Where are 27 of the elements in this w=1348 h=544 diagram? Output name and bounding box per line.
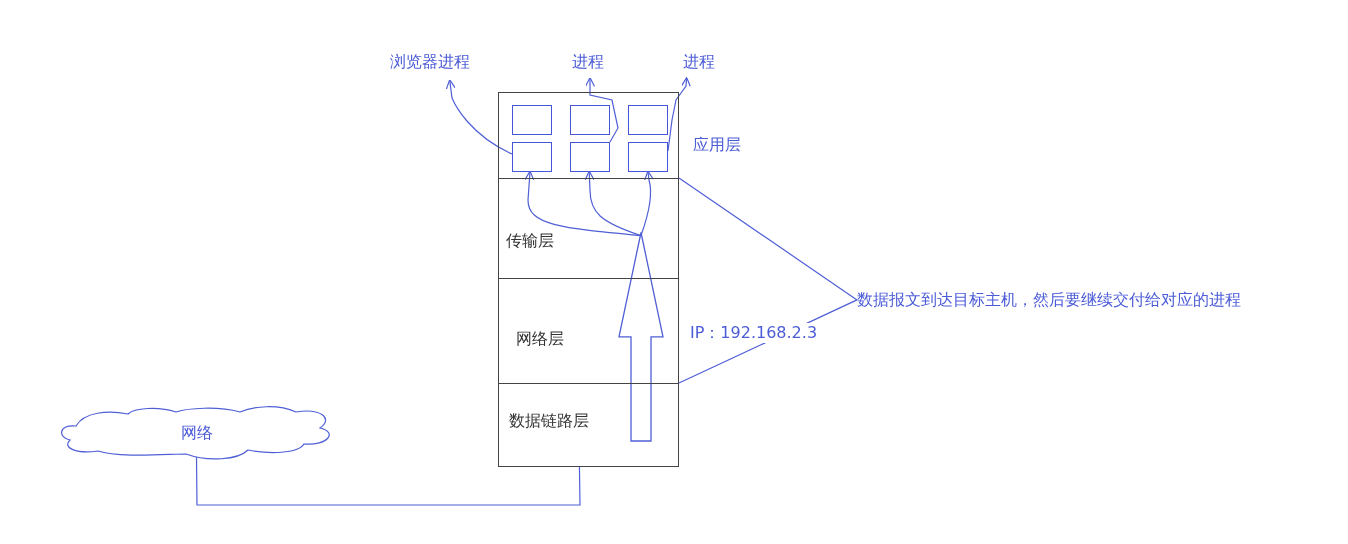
process-box bbox=[628, 105, 668, 135]
block-arrow bbox=[618, 231, 664, 442]
layer-label: 传输层 bbox=[506, 231, 554, 251]
annotation-text: 数据报文到达目标主机，然后要继续交付给对应的进程 bbox=[857, 290, 1283, 312]
process-box bbox=[570, 105, 610, 135]
connector-line bbox=[678, 177, 858, 301]
arrow bbox=[640, 170, 655, 237]
layer-label: 数据链路层 bbox=[509, 411, 589, 431]
arrow bbox=[584, 170, 642, 237]
arrow bbox=[584, 76, 619, 143]
layer-band bbox=[498, 383, 679, 467]
layer-label: 应用层 bbox=[693, 135, 741, 155]
cloud-label: 网络 bbox=[179, 423, 214, 443]
process-box bbox=[512, 142, 552, 172]
process-label: 进程 bbox=[572, 52, 608, 74]
arrow bbox=[524, 170, 642, 237]
ip-address-label: IP：192.168.2.3 bbox=[690, 323, 818, 343]
process-box bbox=[512, 105, 552, 135]
layer-band bbox=[498, 278, 679, 384]
arrow bbox=[667, 76, 692, 152]
layer-label: 网络层 bbox=[516, 329, 564, 349]
process-box bbox=[570, 142, 610, 172]
arrow bbox=[445, 79, 513, 155]
process-label: 进程 bbox=[683, 52, 719, 74]
process-label: 浏览器进程 bbox=[390, 52, 482, 74]
process-box bbox=[628, 142, 668, 172]
layer-band bbox=[498, 178, 679, 279]
